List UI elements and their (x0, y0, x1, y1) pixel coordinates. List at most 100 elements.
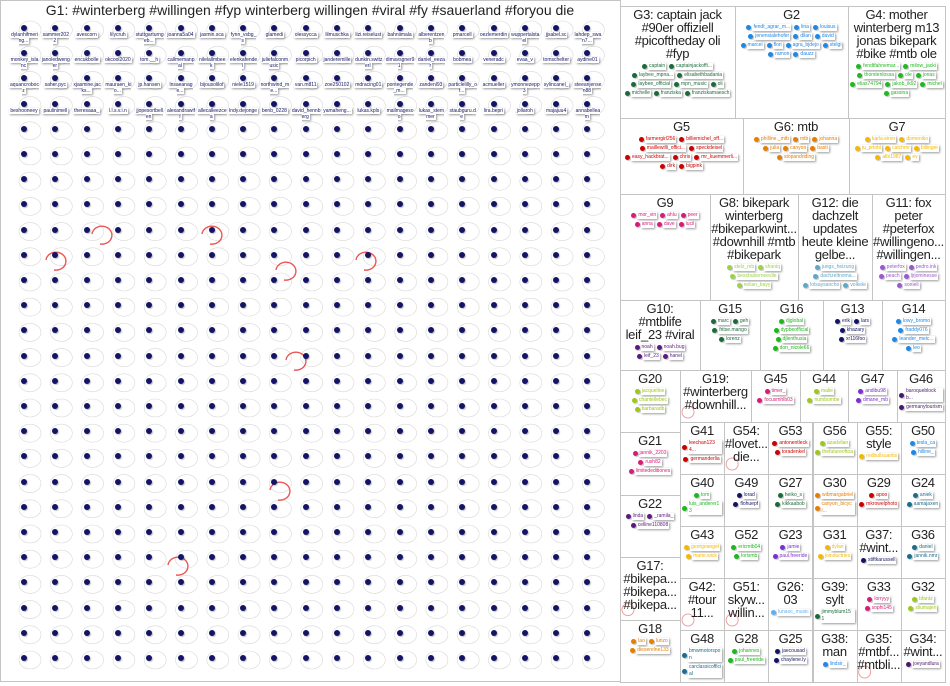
graph-node[interactable] (271, 478, 278, 485)
graph-node[interactable]: noah (634, 344, 654, 351)
graph-node[interactable]: mr_kuemmerli... (694, 154, 739, 161)
graph-node[interactable] (271, 579, 278, 586)
graph-node[interactable] (427, 201, 434, 208)
graph-node[interactable] (83, 655, 90, 661)
graph-node[interactable] (427, 453, 434, 460)
graph-node[interactable] (21, 50, 27, 57)
graph-node[interactable] (83, 629, 90, 636)
graph-node[interactable] (83, 554, 90, 561)
graph-node[interactable]: lina (794, 24, 810, 31)
graph-node[interactable] (114, 428, 121, 435)
node-dot[interactable] (734, 554, 740, 559)
node-dot[interactable] (631, 398, 637, 403)
graph-node[interactable]: thorstenlossa (857, 72, 896, 79)
node-dot[interactable] (857, 73, 863, 78)
graph-node[interactable] (553, 50, 560, 57)
graph-node[interactable]: volkele (843, 282, 867, 289)
graph-node[interactable]: peach (878, 273, 901, 280)
node-dot[interactable] (783, 146, 789, 151)
graph-node[interactable] (365, 50, 372, 57)
graph-node[interactable]: lao (631, 637, 646, 645)
graph-node[interactable] (334, 176, 340, 183)
node-dot[interactable] (731, 545, 737, 550)
graph-node[interactable] (146, 554, 153, 561)
graph-node[interactable] (208, 453, 215, 460)
graph-node[interactable] (490, 377, 497, 384)
graph-node[interactable] (52, 100, 59, 107)
graph-node[interactable]: tesla_ca (909, 440, 937, 447)
graph-node[interactable] (427, 25, 434, 31)
graph-node[interactable]: laybee_mpna... (631, 72, 675, 79)
graph-node[interactable] (427, 529, 434, 535)
graph-node[interactable] (52, 529, 59, 535)
graph-node[interactable] (334, 453, 340, 460)
graph-node[interactable] (490, 251, 497, 258)
graph-node[interactable]: ju_prtobl (854, 145, 883, 152)
graph-node[interactable] (21, 554, 27, 561)
graph-node[interactable] (365, 377, 372, 384)
graph-node[interactable] (208, 201, 215, 208)
graph-node[interactable] (240, 50, 247, 57)
graph-node[interactable]: jannik.nmr (907, 553, 939, 560)
node-dot[interactable] (875, 155, 881, 160)
graph-node[interactable] (584, 629, 591, 636)
node-dot[interactable] (885, 82, 891, 87)
graph-node[interactable] (553, 403, 560, 409)
node-dot[interactable] (764, 389, 770, 394)
graph-node[interactable] (365, 302, 372, 309)
graph-node[interactable] (83, 478, 90, 485)
graph-node[interactable] (584, 327, 591, 334)
graph-node[interactable] (490, 50, 497, 57)
graph-node[interactable] (114, 327, 121, 334)
node-dot[interactable] (878, 274, 884, 279)
graph-node[interactable] (490, 302, 497, 309)
graph-node[interactable]: chris (672, 154, 692, 161)
graph-node[interactable] (240, 125, 247, 132)
graph-node[interactable] (177, 50, 184, 57)
graph-node[interactable] (146, 251, 153, 258)
graph-node[interactable] (365, 201, 372, 208)
node-dot[interactable] (859, 502, 865, 507)
graph-node[interactable] (334, 403, 340, 409)
graph-node[interactable] (427, 226, 434, 233)
graph-node[interactable] (146, 226, 153, 233)
node-dot[interactable] (684, 545, 690, 550)
graph-node[interactable]: fraddy076 (898, 327, 929, 334)
graph-node[interactable] (240, 151, 247, 157)
graph-node[interactable] (83, 151, 90, 157)
graph-node[interactable] (208, 100, 215, 107)
node-dot[interactable] (680, 213, 686, 218)
graph-node[interactable] (114, 251, 121, 258)
graph-node[interactable] (521, 554, 528, 561)
node-dot[interactable] (913, 146, 919, 151)
graph-node[interactable]: mtb (792, 136, 810, 143)
node-dot[interactable] (753, 137, 759, 142)
node-dot[interactable] (817, 554, 823, 559)
node-dot[interactable] (814, 505, 820, 511)
node-dot[interactable] (736, 283, 742, 288)
graph-node[interactable]: captain (642, 63, 667, 70)
graph-node[interactable] (334, 478, 340, 485)
graph-node[interactable] (302, 226, 309, 233)
graph-node[interactable] (114, 277, 121, 283)
graph-node[interactable]: speckdeisel (689, 145, 724, 152)
node-dot[interactable] (822, 662, 828, 667)
node-dot[interactable] (855, 398, 861, 403)
node-dot[interactable] (727, 265, 733, 270)
node-dot[interactable] (679, 137, 685, 142)
graph-node[interactable]: tom (693, 492, 711, 499)
graph-node[interactable] (52, 503, 59, 510)
graph-node[interactable]: michel (920, 81, 943, 88)
graph-node[interactable] (521, 629, 528, 636)
graph-node[interactable] (177, 529, 184, 535)
graph-node[interactable] (521, 226, 528, 233)
graph-node[interactable] (208, 478, 215, 485)
node-dot[interactable] (815, 493, 821, 498)
node-dot[interactable] (854, 319, 859, 324)
graph-node[interactable] (52, 151, 59, 157)
graph-node[interactable]: laybee_official (631, 81, 671, 88)
graph-node[interactable]: georgeangel (684, 544, 720, 551)
graph-node[interactable] (271, 604, 278, 611)
graph-node[interactable] (334, 125, 340, 132)
graph-node[interactable] (146, 579, 153, 586)
